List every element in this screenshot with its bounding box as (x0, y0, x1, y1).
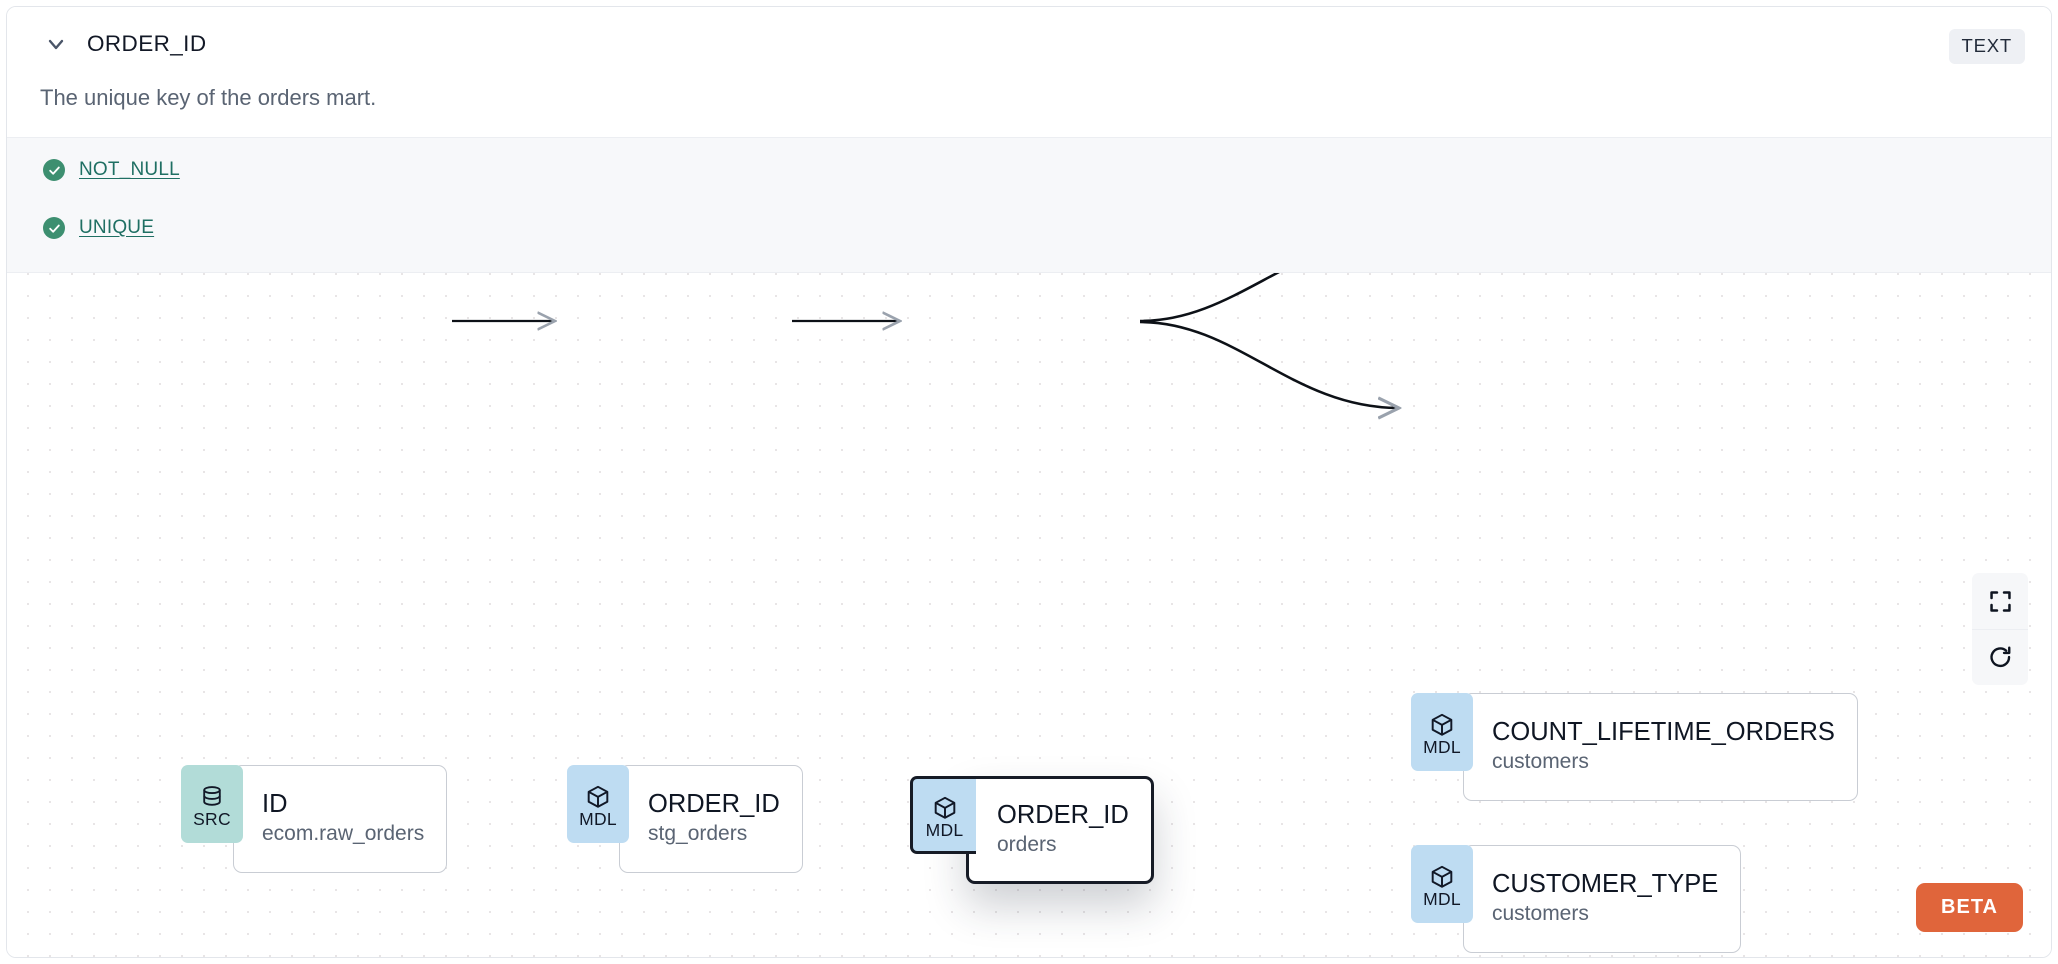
test-link-unique[interactable]: UNIQUE (79, 217, 155, 238)
lineage-node-orders-order-id[interactable]: MDL ORDER_ID orders (910, 776, 1154, 884)
beta-badge[interactable]: BETA (1916, 883, 2023, 932)
column-tests-section: NOT_NULL UNIQUE (7, 137, 2051, 273)
lineage-node-stg-order-id[interactable]: MDL ORDER_ID stg_orders (567, 765, 803, 873)
lineage-node-src-id[interactable]: SRC ID ecom.raw_orders (181, 765, 448, 873)
edge-orders-to-count (1139, 273, 1280, 323)
cube-icon: MDL (1411, 845, 1473, 923)
test-row: NOT_NULL (43, 159, 180, 181)
lineage-graph-canvas[interactable]: SRC ID ecom.raw_orders MDL ORDER_ID stg_… (7, 273, 2051, 957)
node-model-name: stg_orders (648, 822, 748, 846)
node-body: ORDER_ID stg_orders (619, 765, 803, 873)
test-link-not-null[interactable]: NOT_NULL (79, 159, 180, 180)
lineage-node-count-lifetime-orders[interactable]: MDL COUNT_LIFETIME_ORDERS customers (1411, 693, 1858, 801)
cube-icon: MDL (910, 776, 976, 854)
node-model-name: customers (1492, 902, 1589, 926)
edge-orders-to-customer-type (1139, 320, 1399, 408)
check-circle-icon (43, 159, 65, 181)
column-type-badge: TEXT (1948, 29, 2025, 64)
node-badge-label: SRC (193, 808, 231, 829)
node-body: CUSTOMER_TYPE customers (1463, 845, 1742, 953)
lineage-edges (452, 273, 2051, 957)
test-row: UNIQUE (43, 217, 154, 239)
node-column-name: COUNT_LIFETIME_ORDERS (1492, 717, 1835, 746)
cube-icon: MDL (1411, 693, 1473, 771)
node-column-name: ORDER_ID (997, 800, 1129, 829)
check-circle-icon (43, 217, 65, 239)
column-header-row: ORDER_ID (43, 31, 206, 57)
node-badge-label: MDL (579, 808, 617, 829)
node-column-name: CUSTOMER_TYPE (1492, 869, 1719, 898)
column-detail-panel: ORDER_ID TEXT The unique key of the orde… (6, 6, 2052, 958)
column-description: The unique key of the orders mart. (40, 85, 377, 110)
database-icon: SRC (181, 765, 243, 843)
node-model-name: customers (1492, 750, 1589, 774)
lineage-node-customer-type[interactable]: MDL CUSTOMER_TYPE customers (1411, 845, 1742, 953)
node-badge-label: MDL (1423, 736, 1461, 757)
node-model-name: orders (997, 833, 1057, 857)
refresh-icon[interactable] (1972, 629, 2028, 685)
panel-header: ORDER_ID TEXT The unique key of the orde… (7, 7, 2051, 137)
node-model-name: ecom.raw_orders (262, 822, 425, 846)
page-title: ORDER_ID (87, 31, 207, 56)
fullscreen-icon[interactable] (1972, 573, 2028, 629)
node-body: ID ecom.raw_orders (233, 765, 448, 873)
canvas-controls (1972, 573, 2028, 685)
node-column-name: ORDER_ID (648, 789, 780, 818)
chevron-down-icon[interactable] (43, 31, 69, 57)
cube-icon: MDL (567, 765, 629, 843)
node-badge-label: MDL (1423, 888, 1461, 909)
node-badge-label: MDL (925, 819, 964, 840)
node-column-name: ID (262, 789, 288, 818)
node-body: ORDER_ID orders (966, 776, 1154, 884)
node-body: COUNT_LIFETIME_ORDERS customers (1463, 693, 1858, 801)
